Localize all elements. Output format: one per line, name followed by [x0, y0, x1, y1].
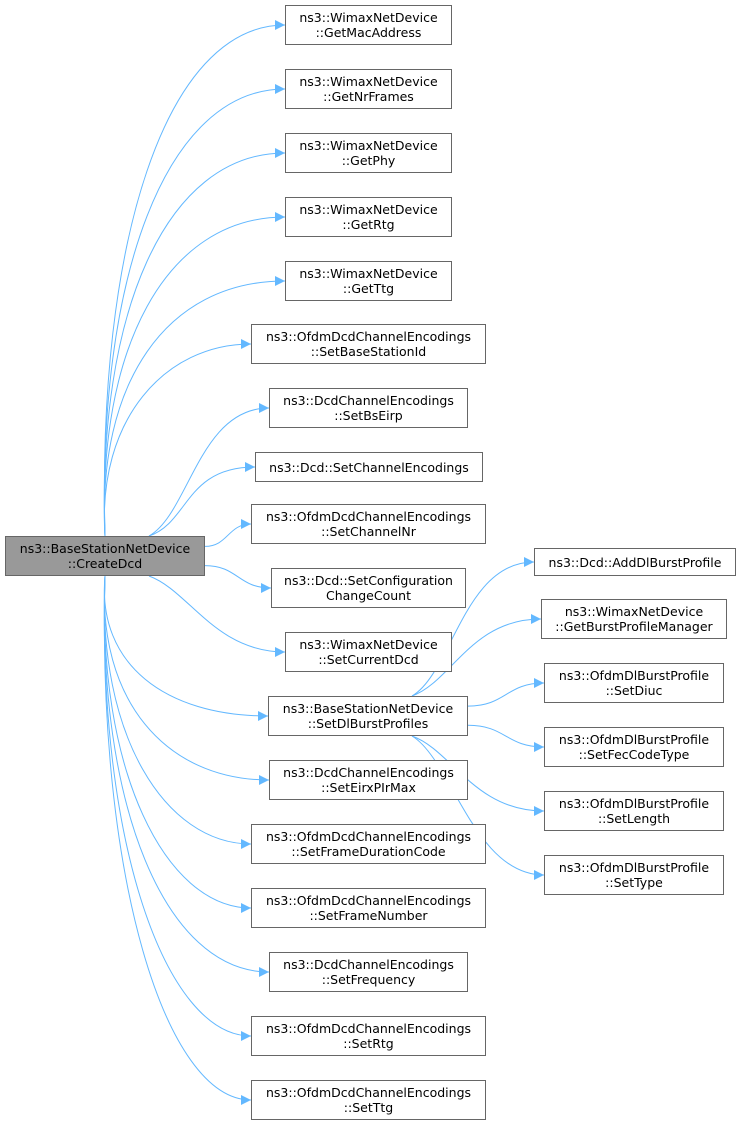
node-label-line: ns3::WimaxNetDevice	[564, 604, 704, 619]
node-label-line: ns3::DcdChannelEncodings	[283, 765, 454, 780]
edge-create-dcd-to-set-channel-encodings	[148, 462, 256, 537]
edge-create-dcd-to-get-mac-address	[103, 20, 286, 537]
node-set-rtg[interactable]: ns3::OfdmDcdChannelEncodings::SetRtg	[251, 1016, 486, 1056]
node-label-line: ns3::DcdChannelEncodings	[283, 393, 454, 408]
edge-create-dcd-to-set-frame-duration-code	[103, 575, 252, 849]
node-label-line: ns3::Dcd::SetChannelEncodings	[269, 459, 469, 475]
node-set-dl-burst-profiles[interactable]: ns3::BaseStationNetDevice::SetDlBurstPro…	[268, 696, 468, 736]
edge-create-dcd-to-set-dl-burst-profiles	[103, 575, 269, 721]
node-set-channel-nr[interactable]: ns3::OfdmDcdChannelEncodings::SetChannel…	[251, 504, 486, 544]
node-label-line: ::SetFrameDurationCode	[291, 844, 446, 859]
node-set-frequency[interactable]: ns3::DcdChannelEncodings::SetFrequency	[269, 952, 468, 992]
edge-create-dcd-to-set-rtg	[103, 575, 252, 1041]
node-label-line: ::GetNrFrames	[323, 89, 414, 104]
node-label-line: ::GetTtg	[342, 281, 395, 296]
node-set-length[interactable]: ns3::OfdmDlBurstProfile::SetLength	[544, 791, 724, 831]
node-label-line: ns3::OfdmDcdChannelEncodings	[265, 509, 472, 524]
node-label-line: ::SetChannelNr	[321, 524, 416, 539]
node-set-ttg[interactable]: ns3::OfdmDcdChannelEncodings::SetTtg	[251, 1080, 486, 1120]
node-label-line: ::SetFrameNumber	[309, 908, 428, 923]
node-label-line: ns3::WimaxNetDevice	[299, 202, 438, 217]
node-label-line: ::SetRtg	[343, 1036, 394, 1051]
node-label-line: ns3::WimaxNetDevice	[299, 266, 438, 281]
node-label-line: ::GetPhy	[341, 153, 396, 168]
node-label-line: ::SetDlBurstProfiles	[307, 716, 429, 731]
node-label-line: ns3::WimaxNetDevice	[299, 138, 438, 153]
node-label-line: ::SetFrequency	[321, 972, 416, 987]
node-label-line: ns3::Dcd::AddDlBurstProfile	[548, 554, 722, 570]
node-set-type[interactable]: ns3::OfdmDlBurstProfile::SetType	[544, 855, 724, 895]
node-get-nr-frames[interactable]: ns3::WimaxNetDevice::GetNrFrames	[285, 69, 452, 109]
node-label-line: ns3::BaseStationNetDevice	[282, 701, 454, 716]
edge-create-dcd-to-set-configuration-change-count	[204, 565, 272, 593]
edge-set-dl-burst-profiles-to-set-diuc	[467, 678, 545, 707]
node-label-line: ::SetDiuc	[605, 683, 663, 698]
node-label-line: ::SetEirxPIrMax	[321, 780, 416, 795]
node-label-line: ::CreateDcd	[67, 556, 143, 571]
node-create-dcd[interactable]: ns3::BaseStationNetDevice::CreateDcd	[5, 536, 205, 576]
node-set-frame-number[interactable]: ns3::OfdmDcdChannelEncodings::SetFrameNu…	[251, 888, 486, 928]
node-set-current-dcd[interactable]: ns3::WimaxNetDevice::SetCurrentDcd	[285, 632, 452, 672]
node-label-line: ::SetTtg	[343, 1100, 394, 1115]
edge-create-dcd-to-get-rtg	[103, 212, 286, 537]
edge-create-dcd-to-set-current-dcd	[148, 575, 286, 657]
edge-create-dcd-to-set-ttg	[103, 575, 252, 1105]
edge-create-dcd-to-set-frame-number	[103, 575, 252, 913]
node-label-line: ns3::OfdmDcdChannelEncodings	[265, 829, 472, 844]
node-label-line: ns3::OfdmDcdChannelEncodings	[265, 1021, 472, 1036]
node-label-line: ::SetCurrentDcd	[318, 652, 419, 667]
edge-create-dcd-to-set-base-station-id	[103, 339, 252, 537]
edge-set-dl-burst-profiles-to-set-fec-code-type	[467, 724, 545, 752]
node-label-line: ns3::WimaxNetDevice	[299, 637, 438, 652]
node-label-line: ns3::OfdmDcdChannelEncodings	[265, 329, 472, 344]
node-label-line: ::GetRtg	[342, 217, 395, 232]
edge-set-dl-burst-profiles-to-set-type	[411, 735, 545, 880]
node-set-bs-eirp[interactable]: ns3::DcdChannelEncodings::SetBsEirp	[269, 388, 468, 428]
node-label-line: ns3::OfdmDcdChannelEncodings	[265, 1085, 472, 1100]
node-label-line: ns3::OfdmDcdChannelEncodings	[265, 893, 472, 908]
node-label-line: ns3::OfdmDlBurstProfile	[558, 860, 710, 875]
node-label-line: ::SetType	[605, 875, 663, 890]
edge-create-dcd-to-set-bs-eirp	[148, 403, 270, 537]
edge-create-dcd-to-get-phy	[103, 148, 286, 537]
node-set-diuc[interactable]: ns3::OfdmDlBurstProfile::SetDiuc	[544, 663, 724, 703]
node-label-line: ::GetMacAddress	[315, 25, 422, 40]
node-label-line: ns3::WimaxNetDevice	[299, 74, 438, 89]
node-label-line: ns3::OfdmDlBurstProfile	[558, 796, 710, 811]
node-label-line: ns3::OfdmDlBurstProfile	[558, 732, 710, 747]
node-label-line: ns3::DcdChannelEncodings	[283, 957, 454, 972]
edge-set-dl-burst-profiles-to-add-dl-burst-profile	[411, 557, 535, 697]
node-set-frame-duration-code[interactable]: ns3::OfdmDcdChannelEncodings::SetFrameDu…	[251, 824, 486, 864]
node-label-line: ns3::OfdmDlBurstProfile	[558, 668, 710, 683]
node-label-line: ns3::WimaxNetDevice	[299, 10, 438, 25]
node-label-line: ns3::BaseStationNetDevice	[19, 541, 191, 556]
edge-create-dcd-to-set-eirx-pir-max	[103, 575, 270, 785]
node-label-line: ChangeCount	[326, 588, 411, 603]
edge-create-dcd-to-set-frequency	[103, 575, 270, 977]
node-get-ttg[interactable]: ns3::WimaxNetDevice::GetTtg	[285, 261, 452, 301]
node-label-line: ::SetBaseStationId	[310, 344, 427, 359]
edge-create-dcd-to-get-nr-frames	[103, 84, 286, 537]
node-set-base-station-id[interactable]: ns3::OfdmDcdChannelEncodings::SetBaseSta…	[251, 324, 486, 364]
node-get-phy[interactable]: ns3::WimaxNetDevice::GetPhy	[285, 133, 452, 173]
edge-set-dl-burst-profiles-to-get-burst-profile-manager	[411, 614, 542, 697]
node-add-dl-burst-profile[interactable]: ns3::Dcd::AddDlBurstProfile	[534, 548, 736, 576]
node-get-mac-address[interactable]: ns3::WimaxNetDevice::GetMacAddress	[285, 5, 452, 45]
edge-create-dcd-to-set-channel-nr	[204, 519, 252, 547]
node-set-fec-code-type[interactable]: ns3::OfdmDlBurstProfile::SetFecCodeType	[544, 727, 724, 767]
node-label-line: ns3::Dcd::SetConfiguration	[284, 573, 453, 588]
node-set-channel-encodings[interactable]: ns3::Dcd::SetChannelEncodings	[255, 452, 483, 482]
node-get-rtg[interactable]: ns3::WimaxNetDevice::GetRtg	[285, 197, 452, 237]
node-label-line: ::SetLength	[597, 811, 671, 826]
node-label-line: ::SetFecCodeType	[578, 747, 690, 762]
node-label-line: ::GetBurstProfileManager	[555, 619, 713, 634]
node-label-line: ::SetBsEirp	[334, 408, 403, 423]
node-set-eirx-pir-max[interactable]: ns3::DcdChannelEncodings::SetEirxPIrMax	[269, 760, 468, 800]
node-get-burst-profile-manager[interactable]: ns3::WimaxNetDevice::GetBurstProfileMana…	[541, 599, 727, 639]
edge-create-dcd-to-get-ttg	[103, 276, 286, 537]
